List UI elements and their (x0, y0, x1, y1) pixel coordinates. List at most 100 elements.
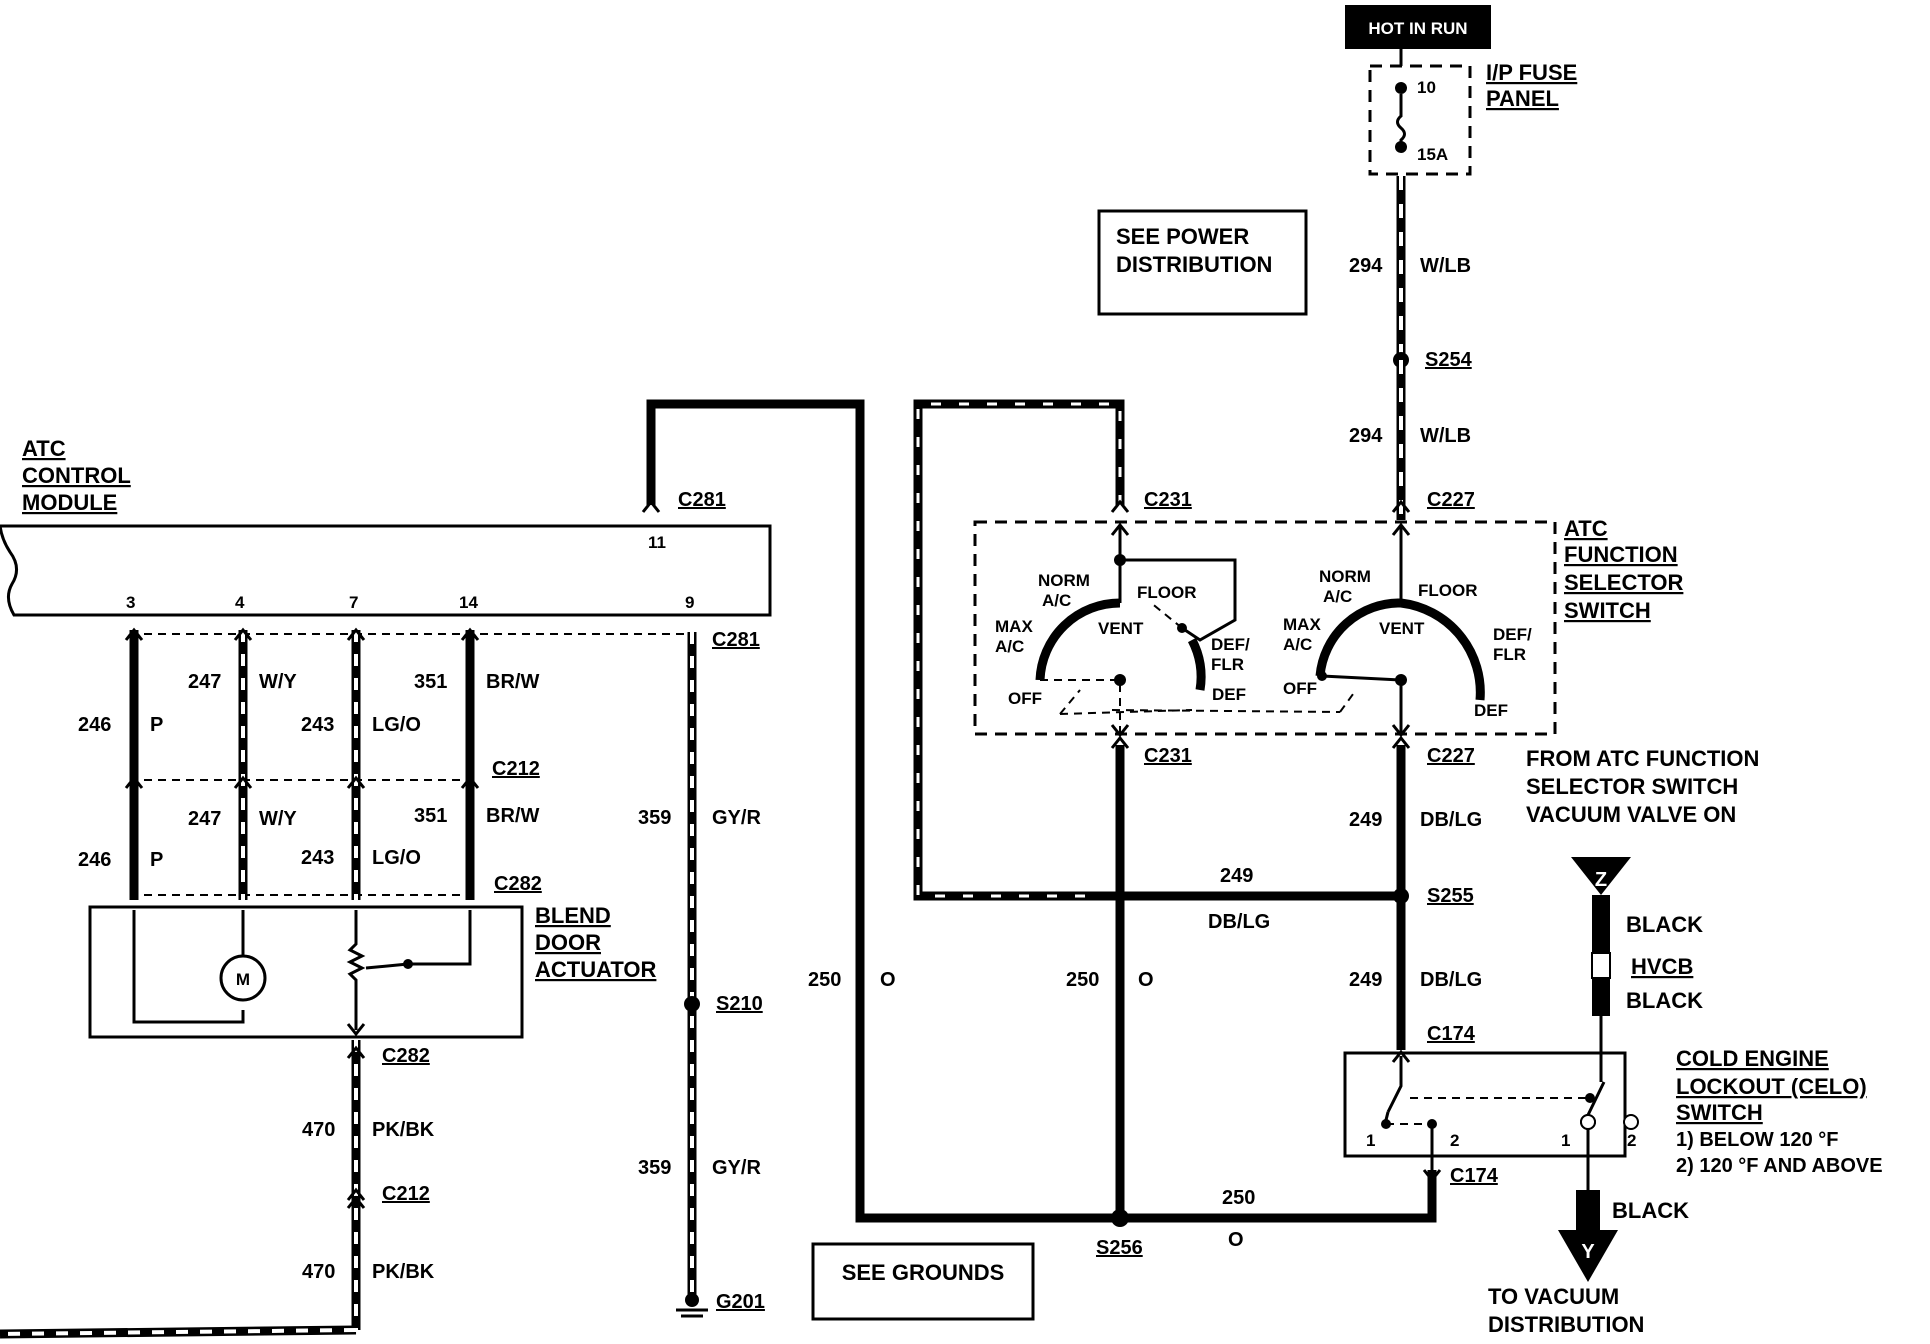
module-pin-7: 7 (349, 593, 358, 612)
right-def-label: DEF (1474, 701, 1508, 720)
vacuum-hose-z (1571, 857, 1631, 1082)
wire-246-number-a: 246 (78, 714, 111, 736)
wire-247-number-b: 247 (188, 808, 221, 830)
connector-c281-bottom-label: C281 (712, 629, 760, 651)
actuator-internal-circuit (132, 910, 472, 1037)
ground-g201-icon (676, 1293, 708, 1318)
atc-module-title-1: ATC (22, 436, 66, 461)
right-norm-label-2: A/C (1323, 587, 1352, 606)
connector-c227-top-label: C227 (1427, 489, 1475, 511)
connector-c227-top-icon (1391, 499, 1411, 513)
hose-destination-1: TO VACUUM (1488, 1284, 1619, 1309)
module-pin-4: 4 (235, 593, 245, 612)
connector-c281-top-icon (641, 499, 661, 513)
vacuum-note-line-3: VACUUM VALVE ON (1526, 802, 1736, 827)
connector-c212-label-a: C212 (492, 758, 540, 780)
connector-c231-top-label: C231 (1144, 489, 1192, 511)
wire-250-celo (1120, 1170, 1437, 1223)
see-grounds-label: SEE GROUNDS (842, 1260, 1005, 1285)
wire-351-number-b: 351 (414, 805, 447, 827)
right-switch-wafer (1111, 522, 1485, 738)
function-switch-title-1: ATC (1564, 516, 1608, 541)
wire-351-color-b: BR/W (486, 805, 539, 827)
left-def-label: DEF (1212, 685, 1246, 704)
celo-pin-1-b: 1 (1561, 1131, 1570, 1150)
wire-250-color-a: O (880, 969, 896, 991)
fuse-panel-title-2: PANEL (1486, 86, 1559, 111)
wire-249-loop (913, 399, 1125, 901)
wire-359-color-a: GY/R (712, 807, 761, 829)
wire-243-number-b: 243 (301, 847, 334, 869)
splice-s256-label: S256 (1096, 1237, 1143, 1259)
function-switch-title-3: SELECTOR (1564, 570, 1684, 595)
connector-c282-label-b: C282 (382, 1045, 430, 1067)
module-pin-14: 14 (459, 593, 478, 612)
connector-c174-bottom-label: C174 (1450, 1165, 1499, 1187)
celo-note-1: 1) BELOW 120 °F (1676, 1129, 1838, 1151)
hose-black-label-1: BLACK (1626, 912, 1703, 937)
connector-c227-bottom-icon (1391, 735, 1411, 749)
celo-pin-1-a: 1 (1366, 1131, 1375, 1150)
splice-s256 (1111, 1209, 1129, 1227)
see-power-line-2: DISTRIBUTION (1116, 252, 1272, 277)
right-max-label-2: A/C (1283, 635, 1312, 654)
fuse-terminal-top (1395, 82, 1407, 94)
fuse-element-icon (1396, 94, 1406, 144)
splice-s210 (684, 996, 700, 1012)
function-switch-title-2: FUNCTION (1564, 542, 1678, 567)
wire-351-number-a: 351 (414, 671, 447, 693)
connector-c282-b-icon (346, 1045, 366, 1059)
connector-c231-bottom-icon (1110, 735, 1130, 749)
wire-249-number-b: 249 (1220, 865, 1253, 887)
wire-470-color-b: PK/BK (372, 1261, 435, 1283)
right-norm-label-1: NORM (1319, 567, 1371, 586)
left-deffl-label-2: FLR (1211, 655, 1244, 674)
celo-pin-2-a: 2 (1450, 1131, 1459, 1150)
celo-vacuum-valve (1586, 1081, 1606, 1116)
right-max-label-1: MAX (1283, 615, 1321, 634)
celo-switch-box (1343, 1051, 1627, 1158)
atc-module-title-2: CONTROL (22, 463, 131, 488)
celo-vacuum-port-1 (1580, 1114, 1596, 1130)
wire-247-color-b: W/Y (259, 808, 297, 830)
actuator-motor-label: M (236, 970, 250, 989)
connector-c231-bottom-label: C231 (1144, 745, 1192, 767)
wire-249-color-b: DB/LG (1208, 911, 1270, 933)
hose-z-label: Z (1595, 869, 1607, 891)
wire-243-color-a: LG/O (372, 714, 421, 736)
left-switch-wafer (1035, 522, 1237, 738)
left-max-label-1: MAX (995, 617, 1033, 636)
function-switch-title-4: SWITCH (1564, 598, 1651, 623)
function-selector-switch-box (973, 520, 1557, 736)
right-floor-label: FLOOR (1418, 581, 1478, 600)
left-floor-label: FLOOR (1137, 583, 1197, 602)
splice-s254-label: S254 (1425, 349, 1473, 371)
connector-c282-label-a: C282 (494, 873, 542, 895)
connector-c231-top-icon (1110, 499, 1130, 513)
wire-250-color-b: O (1138, 969, 1154, 991)
wire-250-number-b: 250 (1066, 969, 1099, 991)
wire-294-color-b: W/LB (1420, 425, 1471, 447)
atc-module-title-3: MODULE (22, 490, 117, 515)
hose-y-label: Y (1581, 1241, 1595, 1263)
celo-note-2: 2) 120 °F AND ABOVE (1676, 1155, 1883, 1177)
connector-c174-top-label: C174 (1427, 1023, 1476, 1045)
wire-470-color-a: PK/BK (372, 1119, 435, 1141)
wire-250-number-c: 250 (1222, 1187, 1255, 1209)
vacuum-note-line-2: SELECTOR SWITCH (1526, 774, 1738, 799)
left-vent-label: VENT (1098, 619, 1144, 638)
wire-294-color-a: W/LB (1420, 255, 1471, 277)
hot-in-run-label: HOT IN RUN (1368, 19, 1467, 38)
splice-s210-label: S210 (716, 993, 763, 1015)
celo-title-3: SWITCH (1676, 1100, 1763, 1125)
fuse-number: 10 (1417, 78, 1436, 97)
connector-c281-top-label: C281 (678, 489, 726, 511)
connector-c227-bottom-label: C227 (1427, 745, 1475, 767)
vacuum-note-line-1: FROM ATC FUNCTION (1526, 746, 1759, 771)
left-norm-label-2: A/C (1042, 591, 1071, 610)
wire-249-number-a: 249 (1349, 809, 1382, 831)
connector-c212-label-b: C212 (382, 1183, 430, 1205)
wire-250-module-loop (646, 399, 1120, 1223)
hose-destination-2: DISTRIBUTION (1488, 1312, 1644, 1337)
blend-door-title-1: BLEND (535, 903, 611, 928)
